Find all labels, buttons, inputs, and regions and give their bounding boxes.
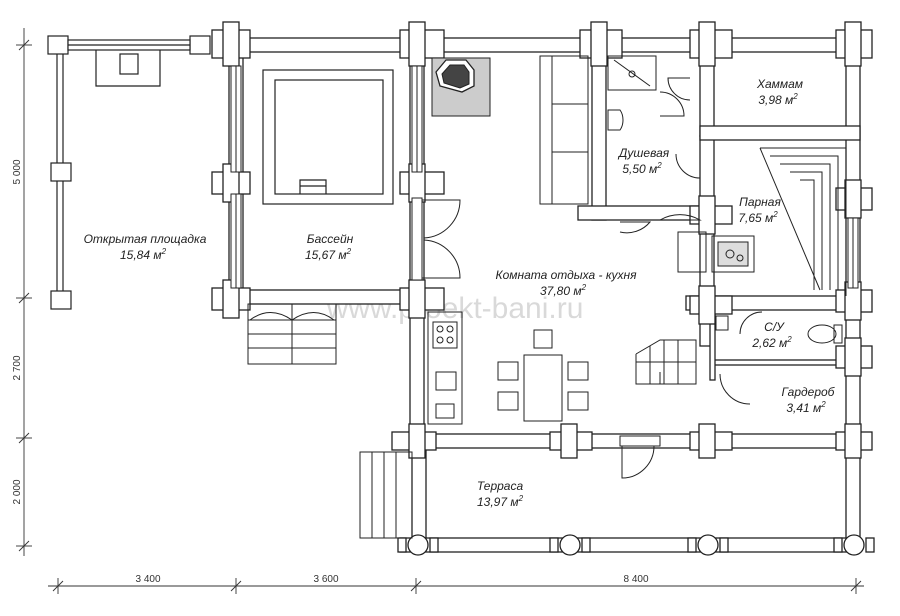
furniture xyxy=(427,55,697,425)
log-joints xyxy=(211,21,873,459)
area-unit-superscript: 2 xyxy=(656,161,662,170)
shower-fixtures xyxy=(607,55,702,234)
dim-bottom-3: 8 400 xyxy=(623,574,648,585)
area-unit-superscript: 2 xyxy=(786,335,792,344)
area-unit-superscript: 2 xyxy=(161,247,167,256)
room-area: 15,67 м xyxy=(305,248,347,262)
room-hammam: Хаммам 3,98 м2 xyxy=(756,77,803,107)
hammam-door xyxy=(667,77,691,101)
room-area: 37,80 м xyxy=(540,284,582,298)
wall-north xyxy=(219,37,861,53)
windows xyxy=(230,65,859,289)
wall-terrace-south xyxy=(399,537,861,553)
room-area: 3,98 м xyxy=(758,93,793,107)
svg-text:2,62 м2: 2,62 м2 xyxy=(751,335,792,350)
room-name: Терраса xyxy=(477,479,524,493)
room-steam: Парная 7,65 м2 xyxy=(738,195,781,225)
dim-left-3: 2 000 xyxy=(12,479,23,504)
room-area: 5,50 м xyxy=(622,162,657,176)
svg-text:3,41 м2: 3,41 м2 xyxy=(786,400,826,415)
room-area: 7,65 м xyxy=(738,211,773,225)
room-name: Парная xyxy=(739,195,781,209)
area-unit-superscript: 2 xyxy=(518,494,524,503)
room-area: 13,97 м xyxy=(477,495,519,509)
svg-text:7,65 м2: 7,65 м2 xyxy=(738,210,778,225)
room-name: Хаммам xyxy=(756,77,803,91)
dimension-lines xyxy=(16,28,864,594)
room-area: 3,41 м xyxy=(786,401,821,415)
room-area: 2,62 м xyxy=(751,336,787,350)
wall-wc-south xyxy=(713,359,847,366)
svg-text:5,50 м2: 5,50 м2 xyxy=(622,161,662,176)
room-open-platform: Открытая площадка 15,84 м2 xyxy=(84,232,207,262)
room-terrace: Терраса 13,97 м2 xyxy=(477,479,524,509)
svg-text:37,80 м2: 37,80 м2 xyxy=(540,283,587,298)
terrace-door xyxy=(619,435,661,479)
room-shower: Душевая 5,50 м2 xyxy=(617,146,670,176)
steam-fixtures xyxy=(677,147,847,296)
dim-bottom-1: 3 400 xyxy=(135,574,160,585)
room-pool: Бассейн 15,67 м2 xyxy=(305,232,354,262)
open-platform xyxy=(47,35,211,310)
svg-text:13,97 м2: 13,97 м2 xyxy=(477,494,524,509)
room-name: Бассейн xyxy=(307,232,354,246)
dim-left-1: 5 000 xyxy=(12,159,23,184)
svg-text:15,84 м2: 15,84 м2 xyxy=(120,247,167,262)
room-name: Гардероб xyxy=(782,385,836,399)
room-wardrobe: Гардероб 3,41 м2 xyxy=(782,385,836,415)
room-name: С/У xyxy=(764,320,785,334)
svg-text:15,67 м2: 15,67 м2 xyxy=(305,247,352,262)
terrace-posts xyxy=(397,534,875,556)
area-unit-superscript: 2 xyxy=(346,247,352,256)
area-unit-superscript: 2 xyxy=(772,210,778,219)
wall-terrace-east xyxy=(845,447,861,539)
room-wc: С/У 2,62 м2 xyxy=(751,320,792,350)
area-unit-superscript: 2 xyxy=(792,92,798,101)
room-living-kitchen: Комната отдыха - кухня 37,80 м2 xyxy=(496,268,638,298)
pool-stairs xyxy=(247,303,337,365)
dim-left-2: 2 700 xyxy=(12,355,23,380)
room-name: Комната отдыха - кухня xyxy=(496,268,638,282)
room-name: Открытая площадка xyxy=(84,232,207,246)
svg-text:3,98 м2: 3,98 м2 xyxy=(758,92,798,107)
terrace-stairs xyxy=(359,451,413,539)
wc-fixtures xyxy=(715,311,843,405)
room-name: Душевая xyxy=(617,146,670,160)
area-unit-superscript: 2 xyxy=(581,283,587,292)
room-area: 15,84 м xyxy=(120,248,162,262)
pool xyxy=(262,69,394,205)
dim-bottom-2: 3 600 xyxy=(313,574,338,585)
wall-hammam-south xyxy=(699,125,861,141)
pool-double-door xyxy=(411,197,461,281)
wall-terrace-west xyxy=(411,447,427,539)
area-unit-superscript: 2 xyxy=(820,400,826,409)
